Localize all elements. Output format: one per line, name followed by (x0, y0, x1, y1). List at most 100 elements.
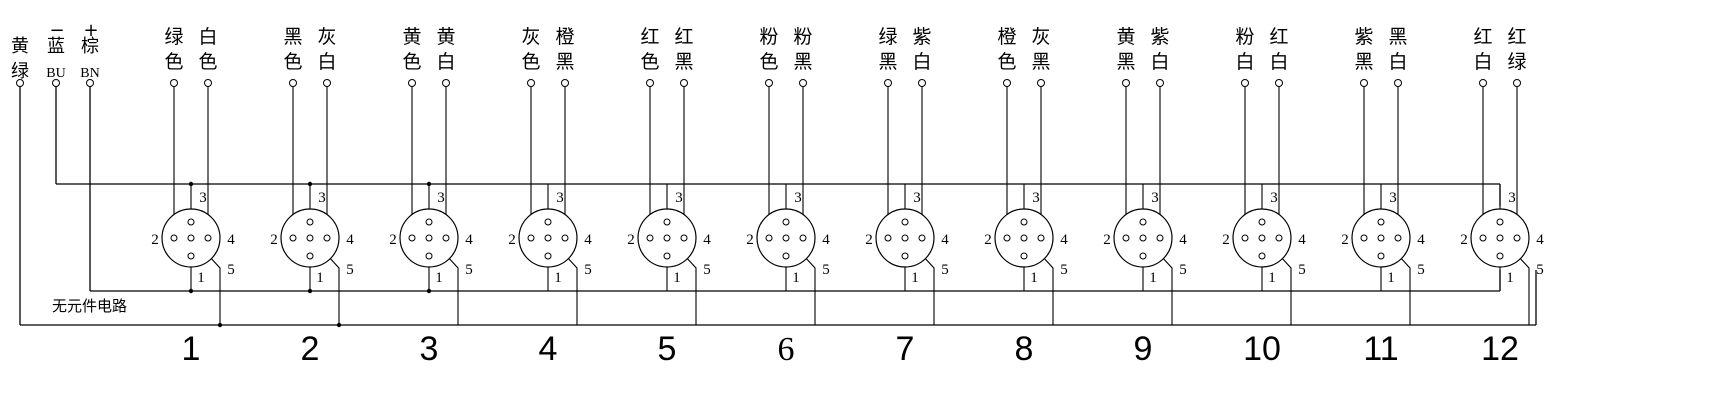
pin-4 (1513, 234, 1521, 242)
right-wire-terminal (1037, 79, 1045, 87)
port-number: 5 (658, 330, 677, 368)
pin-number: 3 (794, 190, 802, 206)
right-wire-terminal (1394, 79, 1402, 87)
pin-4 (680, 234, 688, 242)
left-wire-terminal (646, 79, 654, 87)
port-number: 10 (1243, 330, 1281, 368)
left-wire-terminal (1122, 79, 1130, 87)
pin-number: 2 (270, 232, 278, 248)
left-wire-terminal (289, 79, 297, 87)
right-wire-terminal (442, 79, 450, 87)
port-number: 2 (301, 330, 320, 368)
pin-number: 1 (911, 270, 919, 286)
junction-dot (188, 288, 194, 294)
right-wire-color: 灰 (317, 26, 336, 48)
pin-5 (1139, 234, 1147, 242)
pin-number: 2 (627, 232, 635, 248)
pin-number: 1 (1149, 270, 1157, 286)
left-wire-terminal (884, 79, 892, 87)
right-wire-color: 黄 (436, 26, 455, 48)
junction-dot (188, 181, 194, 187)
pin-2 (646, 234, 654, 242)
pin-number: 2 (1222, 232, 1230, 248)
polarity-sign: + (83, 20, 98, 41)
pin-number: 1 (435, 270, 443, 286)
terminal-code-label: 绿 (11, 61, 29, 82)
junction-dot (426, 288, 432, 294)
pin-number: 5 (1060, 262, 1068, 278)
right-wire-color: 黑 (1031, 51, 1050, 73)
right-wire-terminal (1275, 79, 1283, 87)
terminal-code-label: BU (46, 66, 65, 81)
pin-3 (1377, 218, 1385, 226)
left-wire-color: 橙 (997, 26, 1016, 48)
pin-number: 5 (1536, 262, 1544, 278)
pin-3 (187, 218, 195, 226)
pin-number: 2 (508, 232, 516, 248)
pin-5 (1258, 234, 1266, 242)
pin-2 (527, 234, 535, 242)
pin-number: 4 (346, 232, 354, 248)
pin-number: 5 (1179, 262, 1187, 278)
left-wire-color: 黄 (1116, 26, 1135, 48)
pin-5 (1020, 234, 1028, 242)
pin-1 (1377, 252, 1385, 260)
pin-number: 3 (1032, 190, 1040, 206)
pin-number: 4 (227, 232, 235, 248)
left-wire-color: 色 (997, 51, 1016, 73)
pin-number: 1 (554, 270, 562, 286)
pin-1 (425, 252, 433, 260)
port-number: 9 (1134, 330, 1153, 368)
pin-2 (765, 234, 773, 242)
right-wire-color: 白 (198, 26, 217, 48)
pin-number: 4 (1179, 232, 1187, 248)
pin-number: 2 (389, 232, 397, 248)
pin-5 (187, 234, 195, 242)
pin-4 (442, 234, 450, 242)
pin-5 (544, 234, 552, 242)
power-terminal: −蓝BU (46, 20, 66, 87)
right-wire-color: 橙 (555, 26, 574, 48)
pin-number: 3 (1151, 190, 1159, 206)
port-number: 1 (182, 330, 201, 368)
pin-3 (1139, 218, 1147, 226)
pin-4 (799, 234, 807, 242)
left-wire-terminal (170, 79, 178, 87)
pin-3 (663, 218, 671, 226)
right-wire-terminal (680, 79, 688, 87)
terminal-node (86, 79, 94, 87)
left-wire-terminal (765, 79, 773, 87)
pin-number: 5 (703, 262, 711, 278)
pin-3 (1496, 218, 1504, 226)
right-wire-color: 黑 (555, 51, 574, 73)
left-wire-color: 色 (521, 51, 540, 73)
power-terminal: 黄绿 (11, 36, 29, 87)
right-wire-color: 红 (1507, 26, 1526, 48)
pin-3 (1258, 218, 1266, 226)
pin-number: 2 (1103, 232, 1111, 248)
pin-number: 2 (1460, 232, 1468, 248)
pin-5 (425, 234, 433, 242)
left-wire-color: 白 (1235, 51, 1254, 73)
pin-4 (561, 234, 569, 242)
pin-5 (1496, 234, 1504, 242)
pin-number: 5 (1298, 262, 1306, 278)
left-wire-color: 色 (402, 51, 421, 73)
pin-number: 4 (822, 232, 830, 248)
pin-4 (918, 234, 926, 242)
pin-number: 2 (151, 232, 159, 248)
left-wire-color: 灰 (521, 26, 540, 48)
right-wire-terminal (1513, 79, 1521, 87)
left-wire-terminal (1003, 79, 1011, 87)
pin-1 (544, 252, 552, 260)
pin-1 (1020, 252, 1028, 260)
pin-1 (1496, 252, 1504, 260)
pin-number: 4 (1417, 232, 1425, 248)
